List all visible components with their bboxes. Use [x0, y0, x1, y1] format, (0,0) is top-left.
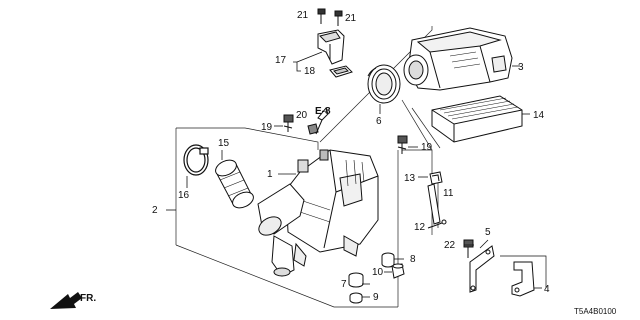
callout-6: 6 — [376, 116, 382, 127]
callout-bracket-17-18 — [293, 51, 323, 72]
filter-element-14 — [431, 95, 523, 143]
bolt-9 — [349, 292, 363, 304]
diagram-code: T5A4B0100 — [574, 307, 617, 316]
air-cleaner-housing-2 — [257, 149, 379, 277]
callout-labels: 21 21 17 18 3 6 14 20 19 19 15 16 2 1 13… — [152, 10, 550, 303]
callout-19-right: 19 — [421, 142, 433, 153]
grommet-8 — [381, 252, 395, 268]
direction-label: FR. — [80, 293, 96, 304]
callout-19-left: 19 — [261, 122, 273, 133]
group-outlines — [175, 26, 441, 308]
callout-18: 18 — [304, 66, 316, 77]
hose-clamp-16 — [183, 144, 209, 176]
front-direction-arrow-icon — [50, 292, 82, 309]
bolt-19-right — [397, 135, 408, 154]
callout-12: 12 — [414, 222, 426, 233]
intake-boot-6 — [367, 64, 401, 104]
callout-10: 10 — [372, 267, 384, 278]
callout-1: 1 — [267, 169, 273, 180]
callout-13: 13 — [404, 173, 416, 184]
ref-arrow — [315, 106, 329, 135]
callout-8: 8 — [410, 254, 416, 265]
callout-21-right: 21 — [345, 13, 357, 24]
callout-14: 14 — [533, 110, 545, 121]
grommet-7 — [348, 272, 364, 288]
callout-15: 15 — [218, 138, 230, 149]
air-flow-sensor-17 — [317, 29, 345, 65]
callout-9: 9 — [373, 292, 379, 303]
gasket-18 — [329, 65, 353, 78]
ref-label-e8: E-8 — [315, 106, 331, 117]
bolt-19-left — [283, 114, 294, 132]
callout-5: 5 — [485, 227, 491, 238]
bracket-4 — [511, 261, 535, 297]
bracket-5 — [469, 245, 495, 293]
bolt-22 — [463, 239, 474, 258]
callout-7: 7 — [341, 279, 347, 290]
air-cleaner-cover-3 — [403, 27, 513, 91]
callout-20: 20 — [296, 110, 308, 121]
intake-tube-15 — [215, 159, 254, 209]
callout-22: 22 — [444, 240, 456, 251]
callout-11: 11 — [443, 188, 454, 199]
callout-2: 2 — [152, 205, 158, 216]
grommet-10 — [391, 263, 405, 279]
callout-21-left: 21 — [297, 10, 309, 21]
bolt-21-left — [317, 8, 326, 24]
clip-20 — [307, 123, 319, 135]
callout-16: 16 — [178, 190, 190, 201]
clip-13 — [429, 171, 443, 185]
callout-4: 4 — [544, 284, 550, 295]
callout-3: 3 — [518, 62, 524, 73]
callout-17: 17 — [275, 55, 287, 66]
strap-11 — [427, 183, 441, 225]
hose-12 — [427, 219, 447, 229]
bolt-21-right — [334, 10, 343, 26]
